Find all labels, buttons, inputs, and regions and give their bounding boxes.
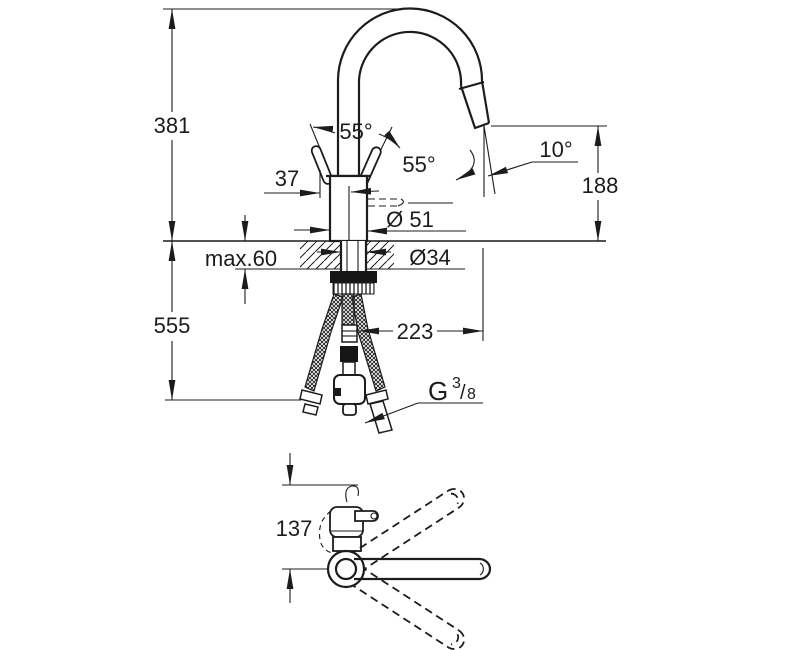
dim-10-leader <box>487 161 533 177</box>
dimension-188: 188 <box>491 125 619 241</box>
spray-head-joint-line <box>458 80 485 91</box>
dimension-max60: max.60 <box>205 215 277 304</box>
dim-10-label: 10° <box>539 137 572 162</box>
spout-outer-arc <box>336 7 491 176</box>
dim-max60-label: max.60 <box>205 246 277 271</box>
dimension-37: 37 <box>264 166 380 198</box>
dimension-10deg: 10° <box>483 125 578 197</box>
dim-55R-arc <box>455 149 476 181</box>
spout-inner-arc <box>357 30 463 176</box>
counter-hatch-left <box>300 241 341 269</box>
dim-37-right <box>350 187 380 195</box>
plan-lever-up-tip <box>345 485 359 503</box>
plan-spout-dashed-upper <box>348 488 465 573</box>
spray-head-outline <box>459 85 490 130</box>
mounting-nut <box>330 271 377 283</box>
dimension-137: 137 <box>276 453 358 603</box>
dim-188-label: 188 <box>582 173 619 198</box>
faucet-spout <box>326 7 491 243</box>
dim-55-left-label: 55° <box>339 119 372 144</box>
spray-angle-ref <box>483 125 496 195</box>
hose-end-left <box>302 403 319 416</box>
lever-dashed-cap <box>397 198 404 207</box>
dimension-55-right: 55° <box>402 149 476 181</box>
dim-51-label: Ø 51 <box>386 207 434 232</box>
plan-view <box>318 485 492 650</box>
hose-coupling <box>341 324 358 343</box>
hose-fitting-right <box>365 389 389 405</box>
dimension-55-left: 55° <box>312 119 401 149</box>
dim-37-label: 37 <box>275 166 299 191</box>
thread-denominator: 8 <box>467 386 476 403</box>
dim-55L-arc-right <box>378 130 401 149</box>
thread-slash: / <box>460 382 466 404</box>
counter-hatch-right <box>366 241 394 269</box>
hose-weight-block <box>340 346 358 362</box>
plan-housing-neck <box>332 536 362 552</box>
dimension-381: 381 <box>154 8 406 241</box>
dim-34-label: Ø34 <box>409 245 451 270</box>
plan-lever-tip <box>370 512 378 520</box>
dim-137-label: 137 <box>276 516 313 541</box>
check-valve-nipple <box>342 403 357 416</box>
threaded-shank <box>332 282 375 295</box>
dim-555-label: 555 <box>154 313 191 338</box>
dimension-d51: Ø 51 <box>294 207 466 235</box>
dimension-d34: Ø34 <box>317 245 451 270</box>
hose-fitting-left <box>299 389 323 405</box>
plan-spout-solid <box>354 557 492 581</box>
shank-fill <box>341 241 366 271</box>
plan-spout-joint <box>334 557 358 581</box>
dome-dashed-arc <box>318 510 333 554</box>
check-valve-port <box>335 388 341 396</box>
thread-numerator: 3 <box>452 375 461 392</box>
supply-hose-left <box>304 293 344 392</box>
dim-381-label: 381 <box>154 113 191 138</box>
thread-prefix: G <box>428 376 448 406</box>
plan-spout-dashed-lower <box>348 565 465 650</box>
hose-tube <box>342 361 356 376</box>
dim-55L-arc-left <box>312 125 336 134</box>
dimension-555: 555 <box>154 241 301 401</box>
dim-55-right-label: 55° <box>402 152 435 177</box>
supply-hose-right <box>351 293 386 392</box>
undersink-assembly <box>299 241 393 434</box>
dim-223-label: 223 <box>397 319 434 344</box>
dim-g38-leader <box>364 402 419 424</box>
dimension-223: 223 <box>359 248 484 344</box>
